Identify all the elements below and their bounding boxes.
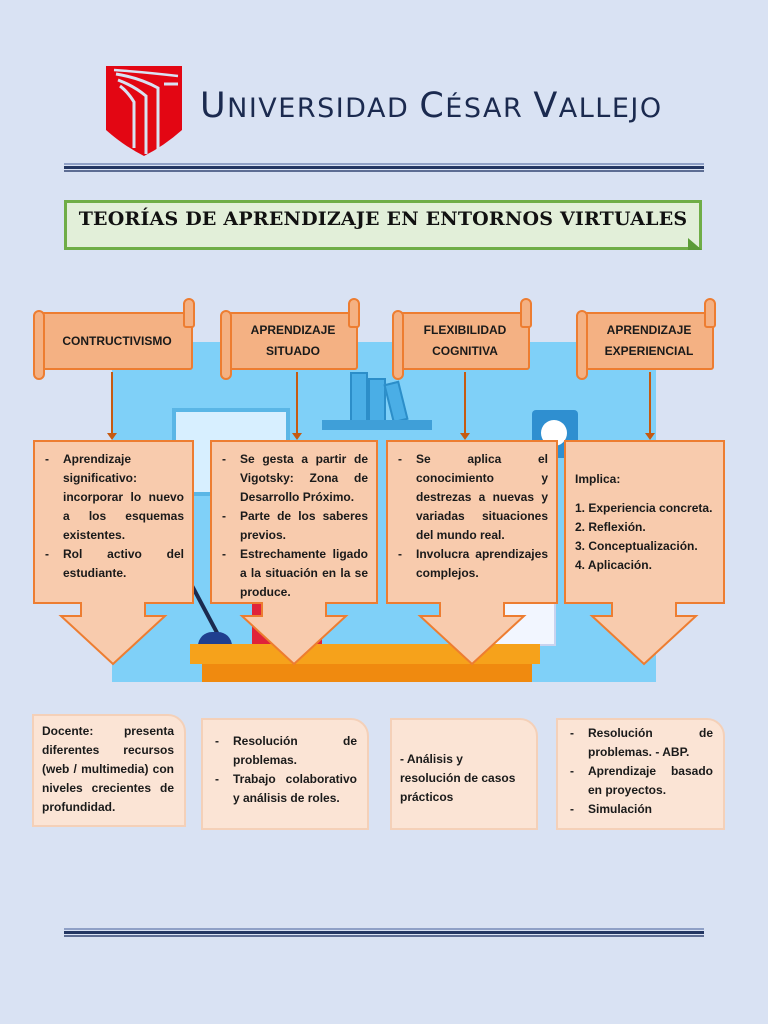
- theory-heading-text: APRENDIZAJE SITUADO: [250, 323, 336, 358]
- scroll-curl-right: [520, 298, 532, 328]
- scroll-curl-left: [576, 310, 588, 380]
- strategy-bullet: Trabajo colaborativo y análisis de roles…: [211, 770, 357, 808]
- down-arrow-icon: [589, 602, 699, 666]
- scroll-curl-right: [183, 298, 195, 328]
- strategy-text: Docente: presenta diferentes recursos (w…: [42, 724, 174, 814]
- down-arrow-icon: [417, 602, 527, 666]
- strategy-bullet: Aprendizaje basado en proyectos.: [566, 762, 713, 800]
- detail-bullet: Involucra aprendizajes complejos.: [394, 545, 548, 583]
- numbered-item: 3. Conceptualización.: [575, 539, 698, 553]
- numbered-item: 2. Reflexión.: [575, 520, 646, 534]
- theory-details-constructivismo: Aprendizaje significativo: incorporar lo…: [33, 440, 194, 666]
- detail-bullet: Se aplica el conocimiento y destrezas a …: [394, 450, 548, 545]
- theory-heading-aprendizaje-experiencial: APRENDIZAJE EXPERIENCIAL: [576, 298, 716, 380]
- details-intro: Implica:: [575, 472, 621, 486]
- title-box: TEORÍAS DE APRENDIZAJE EN ENTORNOS VIRTU…: [64, 200, 702, 250]
- detail-bullet: Rol activo del estudiante.: [41, 545, 184, 583]
- strategy-box-aprendizaje-situado: Resolución de problemas. Trabajo colabor…: [201, 718, 369, 830]
- theory-heading-aprendizaje-situado: APRENDIZAJE SITUADO: [220, 298, 360, 380]
- strategy-box-aprendizaje-experiencial: Resolución de problemas. - ABP. Aprendiz…: [556, 718, 725, 830]
- theory-heading-constructivismo: CONTRUCTIVISMO: [33, 298, 195, 380]
- down-arrow-icon: [58, 602, 168, 666]
- theory-details-aprendizaje-experiencial: Implica: 1. Experiencia concreta. 2. Ref…: [564, 440, 725, 666]
- theory-heading-text: CONTRUCTIVISMO: [62, 333, 172, 348]
- title-box-fold: [688, 238, 702, 250]
- shelf-illustration: [322, 420, 432, 430]
- down-arrow-icon: [239, 602, 349, 666]
- detail-bullet: Estrechamente ligado a la situación en l…: [218, 545, 368, 602]
- desk-front-illustration: [202, 664, 532, 682]
- detail-bullet: Aprendizaje significativo: incorporar lo…: [41, 450, 184, 545]
- strategy-text: - Análisis y resolución de casos práctic…: [400, 752, 516, 804]
- university-shield-logo-icon: [106, 66, 182, 156]
- book-illustration: [383, 380, 409, 424]
- detail-bullet: Parte de los saberes previos.: [218, 507, 368, 545]
- theory-details-aprendizaje-situado: Se gesta a partir de Vigotsky: Zona de D…: [210, 440, 378, 666]
- header-divider: [64, 163, 704, 172]
- strategy-box-flexibilidad-cognitiva: - Análisis y resolución de casos práctic…: [390, 718, 538, 830]
- connector-arrow: [107, 372, 117, 440]
- scroll-curl-left: [392, 310, 404, 380]
- theory-heading-text: FLEXIBILIDAD COGNITIVA: [423, 323, 507, 358]
- scroll-curl-left: [220, 310, 232, 380]
- connector-arrow: [645, 372, 655, 440]
- strategy-bullet: Resolución de problemas. - ABP.: [566, 724, 713, 762]
- theory-heading-flexibilidad-cognitiva: FLEXIBILIDAD COGNITIVA: [392, 298, 532, 380]
- scroll-curl-right: [704, 298, 716, 328]
- connector-arrow: [460, 372, 470, 440]
- theory-heading-text: APRENDIZAJE EXPERIENCIAL: [604, 323, 694, 358]
- connector-arrow: [292, 372, 302, 440]
- detail-bullet: Se gesta a partir de Vigotsky: Zona de D…: [218, 450, 368, 507]
- university-name: UNIVERSIDAD CÉSAR VALLEJO: [200, 86, 663, 126]
- strategy-bullet: Simulación: [566, 800, 713, 819]
- footer-divider: [64, 928, 704, 937]
- theory-details-flexibilidad-cognitiva: Se aplica el conocimiento y destrezas a …: [386, 440, 558, 666]
- lamp-base-illustration: [198, 632, 232, 646]
- numbered-item: 1. Experiencia concreta.: [575, 501, 713, 515]
- numbered-item: 4. Aplicación.: [575, 558, 652, 572]
- scroll-curl-left: [33, 310, 45, 380]
- strategy-bullet: Resolución de problemas.: [211, 732, 357, 770]
- page-title: TEORÍAS DE APRENDIZAJE EN ENTORNOS VIRTU…: [78, 208, 688, 230]
- scroll-curl-right: [348, 298, 360, 328]
- strategy-box-constructivismo: Docente: presenta diferentes recursos (w…: [32, 714, 186, 827]
